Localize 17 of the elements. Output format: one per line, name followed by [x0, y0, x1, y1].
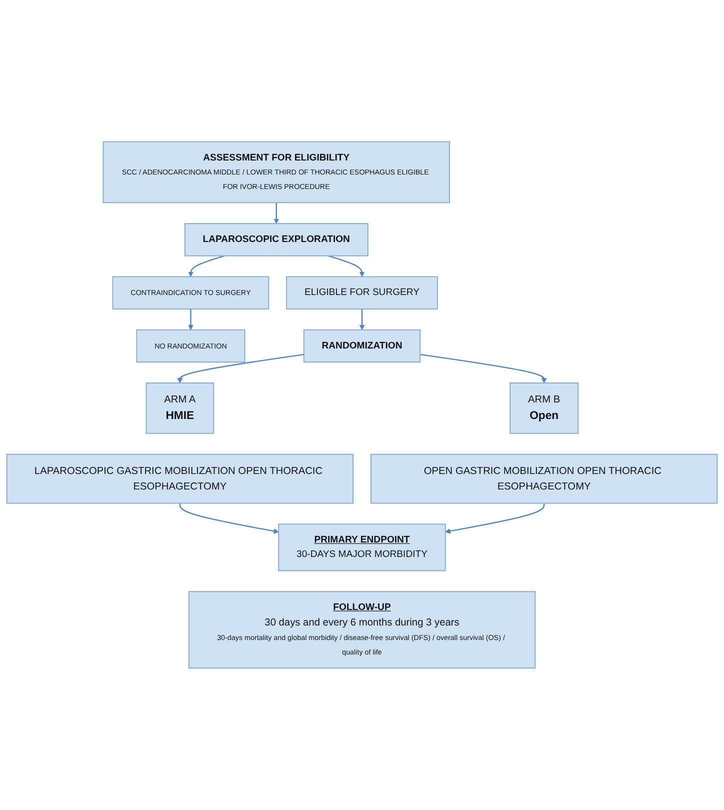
arrow: [179, 503, 279, 534]
arrow: [188, 309, 194, 330]
node-box: ARM A HMIE: [146, 382, 214, 434]
node-box: LAPAROSCOPIC GASTRIC MOBILIZATION OPEN THORACIC ESOPHAGECTOMY: [6, 454, 354, 504]
node-box: ELIGIBLE FOR SURGERY: [286, 276, 438, 310]
arrow: [188, 255, 225, 278]
arrow: [359, 309, 365, 330]
node-box: RANDOMIZATION: [303, 329, 421, 363]
node-box: LAPAROSCOPIC EXPLORATION: [184, 223, 368, 256]
arrow: [274, 202, 279, 224]
arrow: [177, 354, 304, 384]
arrow: [420, 354, 547, 384]
node-box: PRIMARY ENDPOINT 30-DAYS MAJOR MORBIDITY: [278, 524, 446, 572]
arrow: [328, 255, 365, 278]
arrow: [445, 503, 545, 534]
node-box: OPEN GASTRIC MOBILIZATION OPEN THORACIC ESOPHAGECTOMY: [370, 454, 718, 504]
node-box: ARM B Open: [510, 382, 579, 434]
